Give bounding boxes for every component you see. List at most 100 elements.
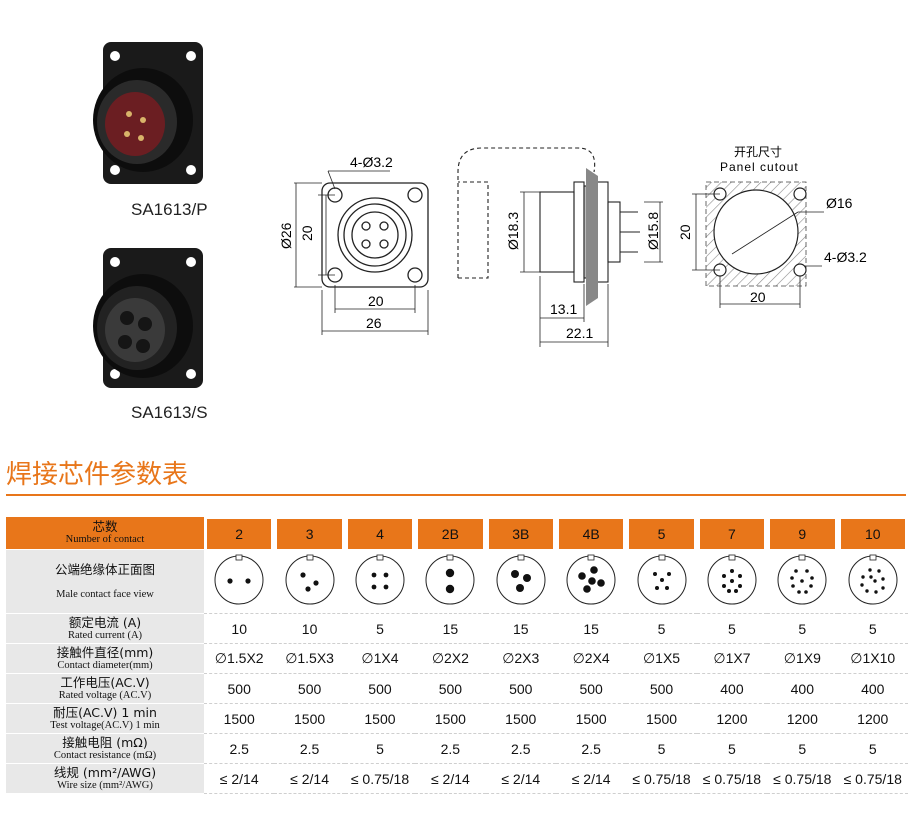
- column-header-label: 3: [277, 518, 342, 549]
- table-cell: ≤ 2/14: [274, 764, 345, 794]
- column-header: 10: [838, 517, 908, 550]
- face-view-cell: [696, 550, 768, 614]
- row-label-en: Wire size (mm²/AWG): [57, 779, 153, 791]
- keyway: [306, 554, 313, 561]
- contact-pin: [805, 569, 810, 573]
- contact-pin: [659, 578, 664, 582]
- table-cell: 1500: [274, 704, 345, 734]
- table-cell: 1500: [344, 704, 416, 734]
- column-header-label: 4B: [558, 518, 624, 549]
- table-cell: ≤ 2/14: [415, 764, 486, 794]
- table-cell: 15: [485, 614, 556, 644]
- product-label-male: SA1613/P: [131, 200, 208, 219]
- row-label-zh: 接触电阻 (mΩ): [62, 734, 148, 750]
- contact-pin: [791, 584, 796, 588]
- table-cell: 1500: [626, 704, 697, 734]
- table-cell: 1200: [767, 704, 838, 734]
- row-label-en: Contact resistance (mΩ): [53, 749, 157, 761]
- cutout-hole-dim: 4-Ø3.2: [824, 249, 867, 265]
- face-view-cell: [204, 550, 275, 614]
- column-header: 4: [345, 517, 415, 550]
- contact-pin: [881, 577, 885, 581]
- insulator-outline: [355, 555, 405, 605]
- row-label-zh: 线规 (mm²/AWG): [53, 764, 157, 780]
- table-cell: 10: [274, 614, 345, 644]
- front-outer-h-dim: 26: [366, 315, 382, 331]
- table-cell: ∅1X9: [767, 644, 838, 674]
- column-header-label: 2B: [418, 518, 483, 549]
- section-divider: [6, 494, 906, 496]
- contact-pin: [299, 572, 306, 578]
- contact-pin: [446, 584, 455, 594]
- contact-face-diagram: [214, 554, 264, 605]
- column-header: 7: [697, 517, 767, 550]
- product-label-female: SA1613/S: [131, 403, 208, 422]
- contact-pin: [446, 568, 455, 578]
- table-cell: ∅2X3: [485, 644, 556, 674]
- table-cell: ≤ 0.75/18: [767, 764, 838, 794]
- table-cell: ∅1.5X2: [204, 644, 275, 674]
- column-header-label: 2: [207, 518, 272, 549]
- keyway: [658, 554, 665, 561]
- table-cell: ≤ 0.75/18: [344, 764, 416, 794]
- table-cell: ∅2X2: [415, 644, 486, 674]
- contact-pin: [578, 572, 586, 580]
- table-cell: 1500: [415, 704, 486, 734]
- table-cell: 10: [204, 614, 275, 644]
- column-header-label: 9: [770, 518, 835, 549]
- table-cell: 5: [837, 734, 908, 764]
- contact-pin: [583, 585, 591, 593]
- contact-pin: [881, 586, 885, 590]
- column-header: 2B: [415, 517, 485, 550]
- table-cell: 400: [696, 674, 768, 704]
- table-cell: 5: [626, 614, 697, 644]
- contact-pin: [312, 580, 319, 586]
- face-view-cell: [274, 550, 345, 614]
- contact-face-diagram: [848, 554, 898, 605]
- table-cell: 500: [626, 674, 697, 704]
- table-cell: 1500: [204, 704, 275, 734]
- row-label: 工作电压(AC.V)Rated voltage (AC.V): [6, 674, 204, 704]
- contact-pin: [797, 590, 802, 594]
- column-header-label: 7: [699, 518, 765, 549]
- contact-pin: [597, 579, 605, 587]
- keyway: [869, 554, 877, 561]
- cutout-title-zh: 开孔尺寸: [734, 145, 782, 159]
- table-cell: 1200: [696, 704, 768, 734]
- contact-pin: [865, 589, 869, 593]
- row-label: 接触电阻 (mΩ)Contact resistance (mΩ): [6, 734, 204, 764]
- table-cell: 1500: [485, 704, 556, 734]
- contact-pin: [729, 569, 734, 573]
- table-cell: 15: [415, 614, 486, 644]
- row-label-zh: 额定电流 (A): [68, 614, 142, 630]
- contact-pin: [371, 572, 377, 578]
- table-row: 线规 (mm²/AWG)Wire size (mm²/AWG)≤ 2/14≤ 2…: [6, 764, 908, 794]
- table-cell: 500: [415, 674, 486, 704]
- table-cell: 5: [767, 614, 838, 644]
- contact-pin: [873, 579, 877, 583]
- table-cell: 5: [837, 614, 908, 644]
- contact-face-diagram: [777, 554, 827, 605]
- contact-pin: [522, 574, 531, 582]
- column-header-label: 5: [629, 518, 694, 549]
- contact-pin: [510, 570, 519, 578]
- table-cell: 400: [837, 674, 908, 704]
- face-view-cell: [485, 550, 556, 614]
- contact-pin: [733, 589, 738, 593]
- row-label-zh: 耐压(AC.V) 1 min: [53, 704, 157, 720]
- header-label-zh: 芯数: [92, 519, 118, 534]
- contact-pin: [804, 590, 809, 594]
- contact-pin: [861, 575, 865, 579]
- keyway: [376, 554, 384, 561]
- contact-pin: [227, 578, 233, 584]
- column-header: 3B: [486, 517, 556, 550]
- insulator-outline: [285, 555, 335, 605]
- keyway: [587, 554, 595, 561]
- table-cell: ≤ 2/14: [485, 764, 556, 794]
